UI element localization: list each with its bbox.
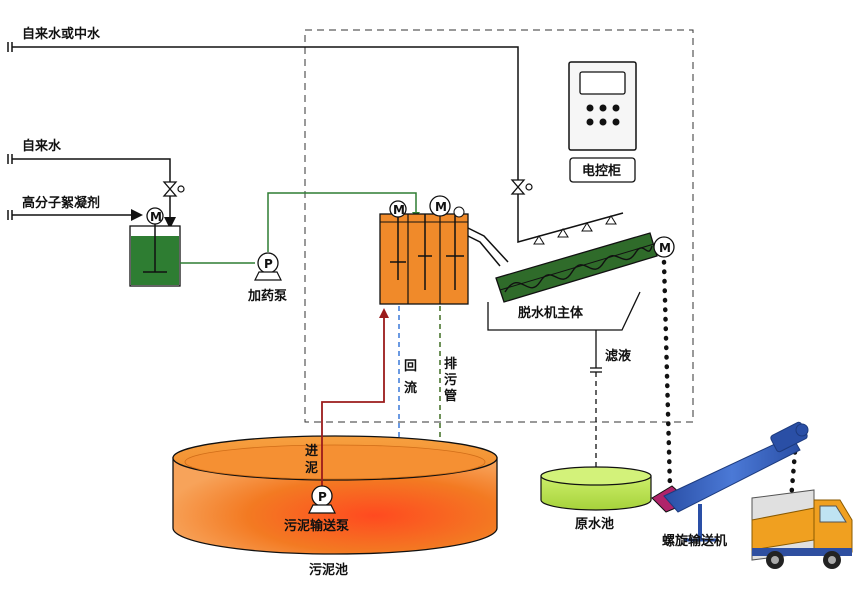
sludge-pump-icon: P [308, 485, 336, 514]
pipe-tap-water [7, 154, 176, 229]
label-screw-conveyor: 螺旋输送机 [662, 533, 727, 549]
filtrate-tray [487, 291, 641, 340]
label-tap-or-reclaimed: 自来水或中水 [22, 26, 101, 42]
dewatering-body [495, 232, 658, 303]
motor-icon: M [653, 236, 675, 258]
motor-icon: M [389, 200, 407, 218]
svg-text:P: P [318, 490, 327, 504]
motor-icon: M [146, 207, 164, 225]
pipe-flocculant [7, 209, 143, 221]
label-dewatering-body: 脱水机主体 [518, 305, 584, 321]
svg-text:M: M [435, 200, 447, 214]
label-sludge-pump: 污泥输送泵 [284, 518, 349, 534]
label-filtrate: 滤液 [605, 348, 631, 364]
motor-icon: M [429, 195, 451, 217]
overflow-chute [467, 227, 509, 267]
pipe-tap-or-reclaimed [7, 42, 519, 180]
label-tap-water: 自来水 [22, 138, 62, 154]
spray-header [517, 194, 624, 245]
level-sensor-icon [453, 206, 465, 218]
label-return-1: 回 [404, 359, 417, 374]
label-sludge-tank: 污泥池 [309, 562, 348, 578]
mixing-tank [379, 213, 469, 305]
chemical-tank [129, 222, 181, 287]
svg-text:M: M [393, 203, 405, 217]
label-inlet-2: 泥 [305, 461, 318, 476]
label-inlet-1: 进 [305, 444, 318, 459]
label-drain-2: 污 [444, 372, 457, 388]
raw-water-tank [540, 466, 652, 511]
label-dosing-pump: 加药泵 [247, 288, 287, 304]
label-raw-water-tank: 原水池 [575, 516, 614, 532]
screw-conveyor [651, 421, 809, 542]
dosing-pump-icon: P [254, 252, 282, 281]
control-cabinet-label-box [569, 157, 636, 183]
svg-text:M: M [150, 210, 162, 224]
sludge-feed-line [321, 308, 389, 486]
sludge-tank [172, 435, 498, 555]
truck-icon [751, 489, 853, 569]
label-drain-1: 排 [444, 356, 457, 372]
valve-icon [162, 181, 185, 197]
svg-text:P: P [264, 257, 273, 271]
label-control-cabinet: 电控柜 [582, 163, 621, 179]
label-flocculant: 高分子絮凝剂 [22, 195, 100, 211]
valve-icon [510, 179, 533, 195]
label-drain-3: 管 [444, 388, 457, 404]
label-return-2: 流 [404, 380, 417, 396]
svg-text:M: M [659, 241, 671, 255]
machine-boundary [304, 29, 694, 423]
control-cabinet [568, 61, 637, 151]
